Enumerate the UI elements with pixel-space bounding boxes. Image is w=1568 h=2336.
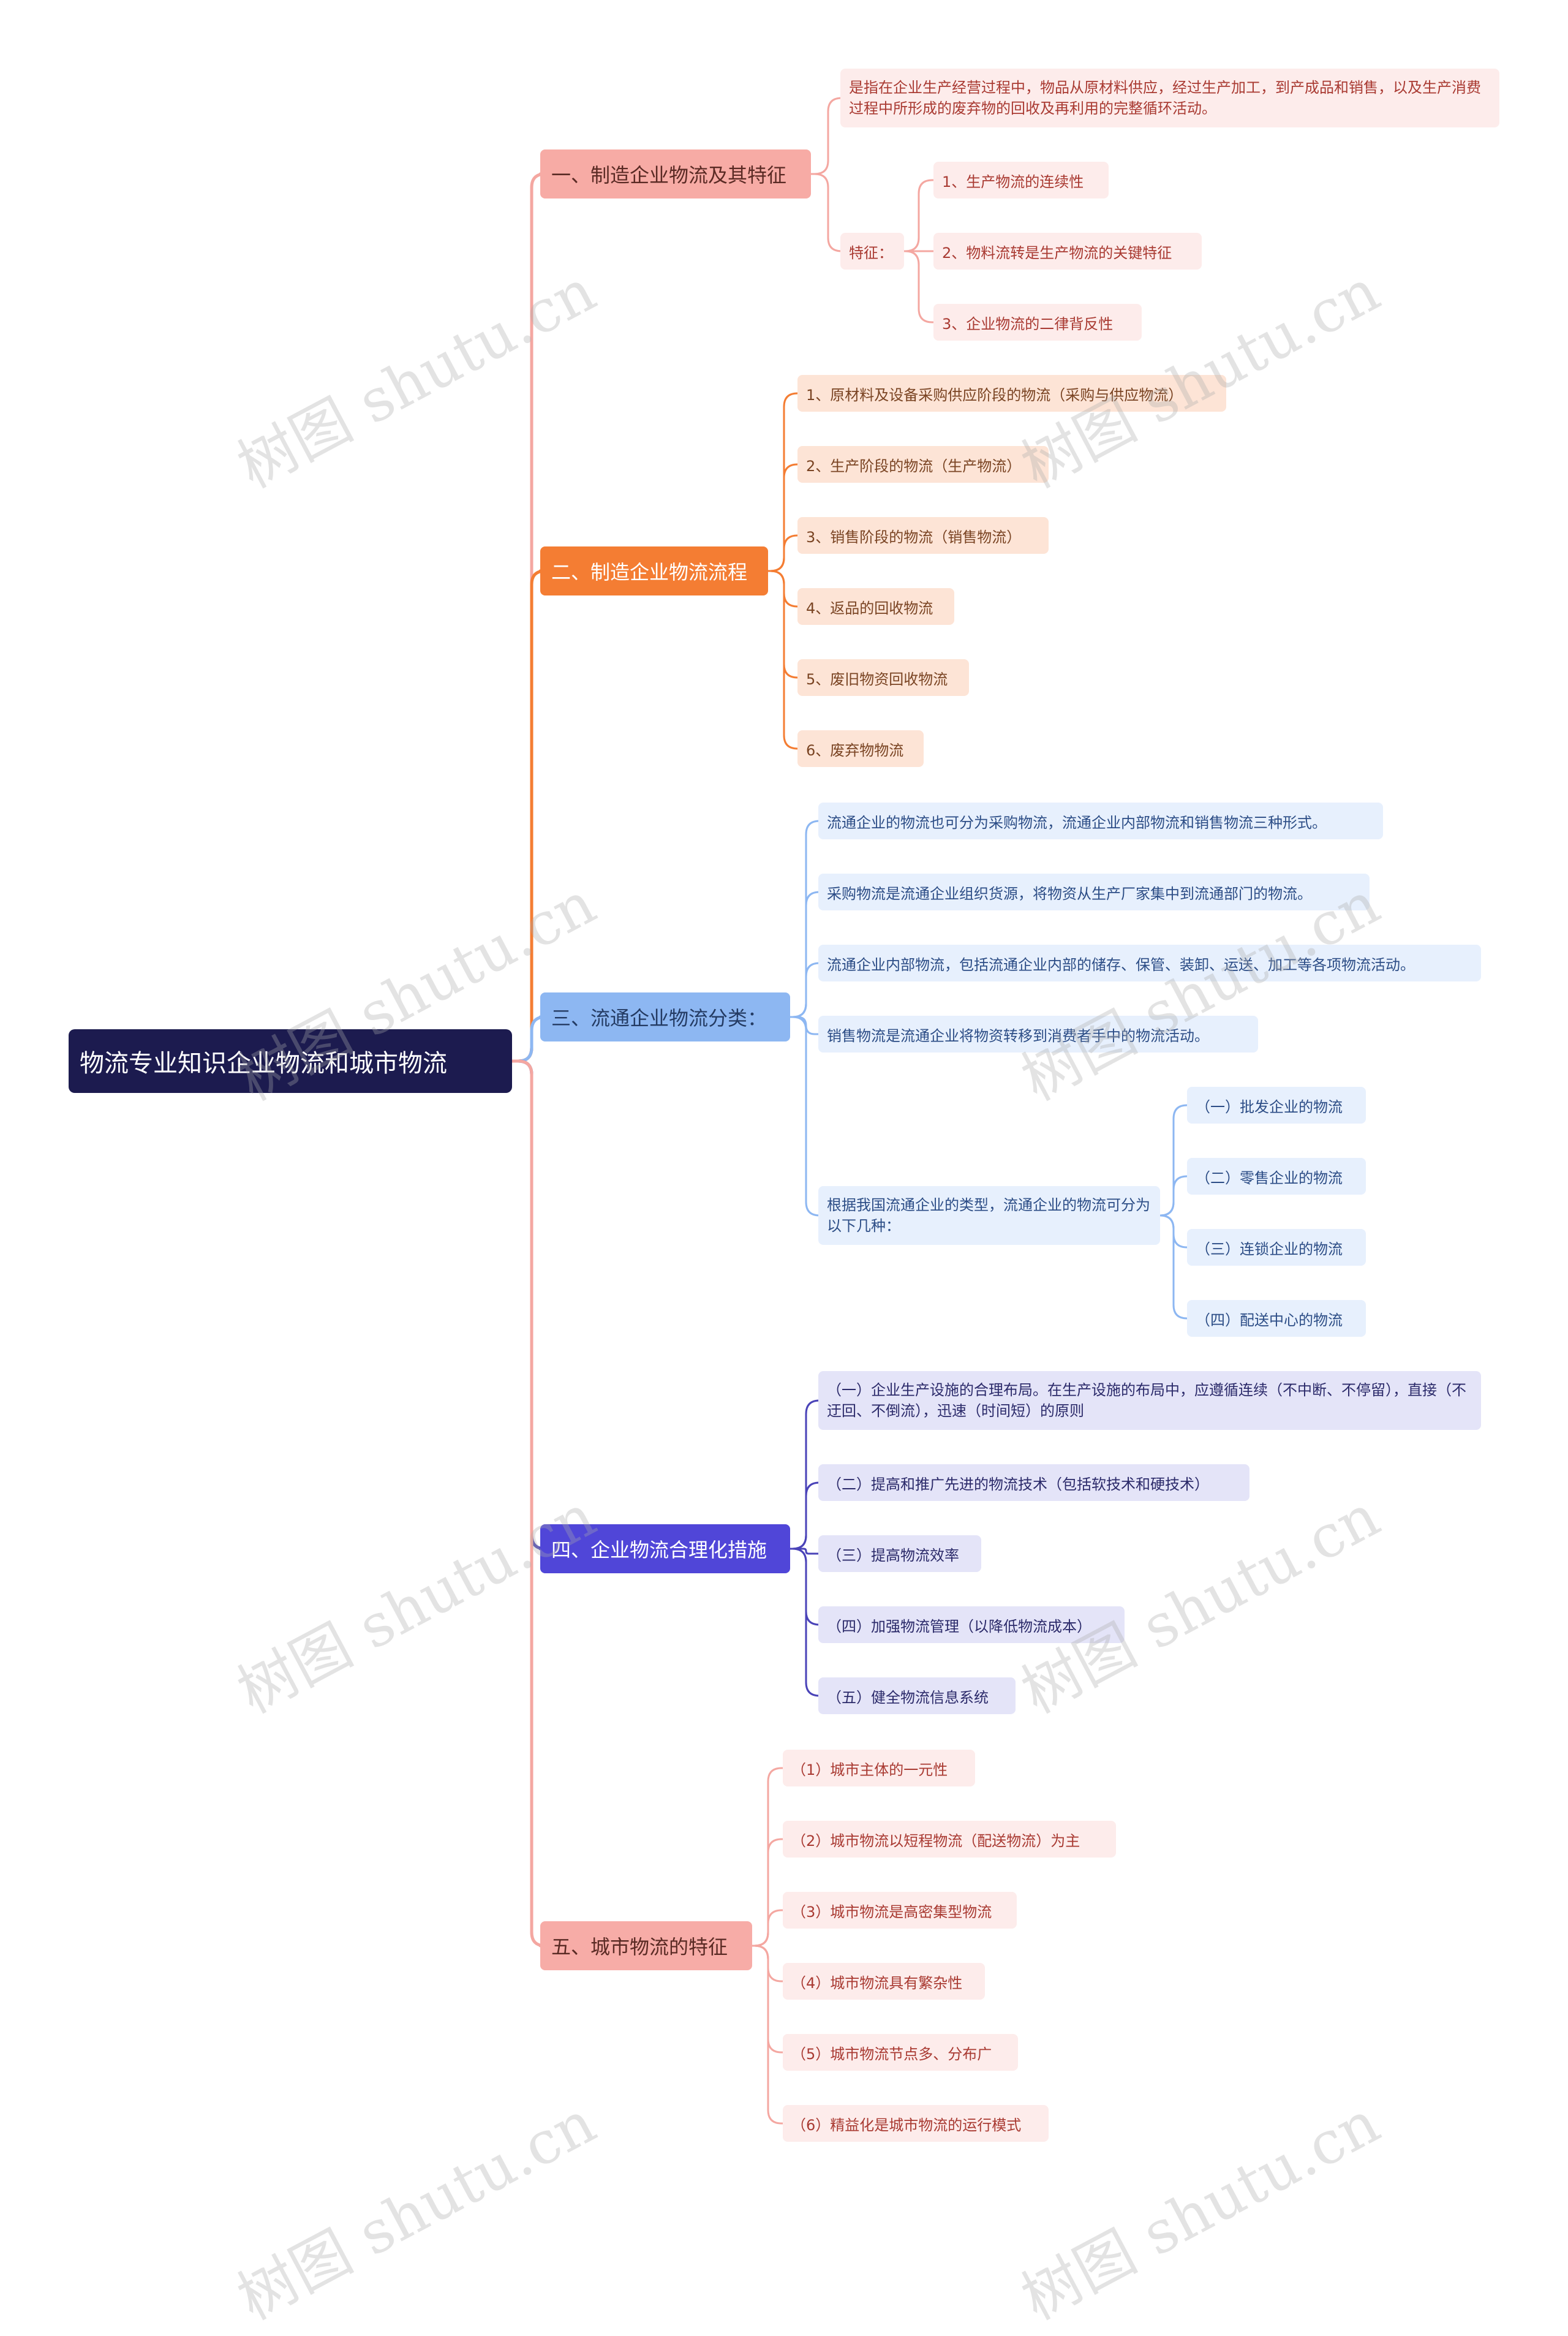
distribution-item[interactable]: 销售物流是流通企业将物资转移到消费者手中的物流活动。: [818, 1016, 1258, 1053]
distribution-type[interactable]: （三）连锁企业的物流: [1187, 1229, 1366, 1266]
measure-item[interactable]: （五）健全物流信息系统: [818, 1677, 1016, 1714]
link-root-b1: [510, 172, 546, 1063]
link-b3-2: [789, 962, 820, 1018]
branch-manufacturing-process[interactable]: 二、制造企业物流流程: [540, 546, 768, 595]
root-topic[interactable]: 物流专业知识企业物流和城市物流: [69, 1029, 512, 1093]
branch-rationalization-measures[interactable]: 四、企业物流合理化措施: [540, 1524, 790, 1573]
link-b5-2: [751, 1909, 784, 1947]
link-b2-0: [767, 392, 799, 572]
link-b4-3: [789, 1548, 820, 1626]
link-root-b4: [510, 1059, 546, 1551]
distribution-item[interactable]: 采购物流是流通企业组织货源，将物资从生产厂家集中到流通部门的物流。: [818, 874, 1370, 910]
link-b4-1: [789, 1481, 820, 1550]
link-b2-5: [767, 570, 799, 750]
definition-text[interactable]: 是指在企业生产经营过程中，物品从原材料供应，经过生产加工，到产成品和销售，以及生…: [840, 69, 1499, 127]
city-feature-item[interactable]: （6）精益化是城市物流的运行模式: [783, 2105, 1049, 2142]
distribution-item[interactable]: 流通企业的物流也可分为采购物流，流通企业内部物流和销售物流三种形式。: [818, 803, 1383, 839]
link-b3-3: [789, 1016, 820, 1035]
feature-label[interactable]: 特征：: [840, 233, 904, 270]
link-b2-4: [767, 570, 799, 679]
process-item[interactable]: 6、废弃物物流: [797, 730, 924, 767]
connector-lines: [510, 97, 1188, 2125]
city-feature-item[interactable]: （2）城市物流以短程物流（配送物流）为主: [783, 1821, 1116, 1858]
link-b4-2: [789, 1548, 820, 1555]
link-b1-definition: [810, 97, 842, 175]
link-root-b5: [510, 1059, 546, 1948]
branch-distribution-classification[interactable]: 三、流通企业物流分类：: [540, 992, 790, 1041]
measure-item[interactable]: （一）企业生产设施的合理布局。在生产设施的布局中，应遵循连续（不中断、不停留），…: [818, 1371, 1481, 1430]
link-b3-1: [789, 891, 820, 1018]
branch-manufacturing-features[interactable]: 一、制造企业物流及其特征: [540, 149, 811, 198]
feature-item[interactable]: 1、生产物流的连续性: [933, 162, 1109, 198]
link-b3-0: [789, 820, 820, 1018]
link-b3-4: [789, 1016, 820, 1217]
city-feature-item[interactable]: （5）城市物流节点多、分布广: [783, 2034, 1018, 2071]
feature-item[interactable]: 3、企业物流的二律背反性: [933, 304, 1142, 341]
link-b4-4: [789, 1548, 820, 1697]
link-feature-2: [903, 250, 935, 323]
feature-item[interactable]: 2、物料流转是生产物流的关键特征: [933, 233, 1202, 270]
link-b2-1: [767, 463, 799, 572]
branch-city-logistics-features[interactable]: 五、城市物流的特征: [540, 1921, 752, 1970]
distribution-type[interactable]: （一）批发企业的物流: [1187, 1087, 1366, 1124]
link-b1-feature: [810, 173, 842, 252]
distribution-type-label[interactable]: 根据我国流通企业的类型，流通企业的物流可分为以下几种：: [818, 1186, 1160, 1245]
link-b2-2: [767, 534, 799, 572]
process-item[interactable]: 4、返品的回收物流: [797, 588, 954, 625]
measure-item[interactable]: （三）提高物流效率: [818, 1535, 981, 1572]
process-item[interactable]: 3、销售阶段的物流（销售物流）: [797, 517, 1049, 554]
link-feature-0: [903, 179, 935, 252]
distribution-type[interactable]: （二）零售企业的物流: [1187, 1158, 1366, 1195]
measure-item[interactable]: （四）加强物流管理（以降低物流成本）: [818, 1606, 1125, 1643]
link-root-b2: [510, 569, 546, 1063]
city-feature-item[interactable]: （3）城市物流是高密集型物流: [783, 1892, 1017, 1929]
link-b3-type-3: [1159, 1214, 1188, 1320]
process-item[interactable]: 1、原材料及设备采购供应阶段的物流（采购与供应物流）: [797, 375, 1226, 412]
city-feature-item[interactable]: （1）城市主体的一元性: [783, 1750, 975, 1786]
distribution-item[interactable]: 流通企业内部物流，包括流通企业内部的储存、保管、装卸、运送、加工等各项物流活动。: [818, 945, 1481, 981]
measure-item[interactable]: （二）提高和推广先进的物流技术（包括软技术和硬技术）: [818, 1464, 1250, 1501]
link-b4-0: [789, 1399, 820, 1550]
distribution-type[interactable]: （四）配送中心的物流: [1187, 1300, 1366, 1337]
city-feature-item[interactable]: （4）城市物流具有繁杂性: [783, 1963, 985, 2000]
link-b3-type-1: [1159, 1175, 1188, 1217]
process-item[interactable]: 5、废旧物资回收物流: [797, 659, 969, 696]
process-item[interactable]: 2、生产阶段的物流（生产物流）: [797, 446, 1049, 483]
link-b5-5: [751, 1945, 784, 2125]
